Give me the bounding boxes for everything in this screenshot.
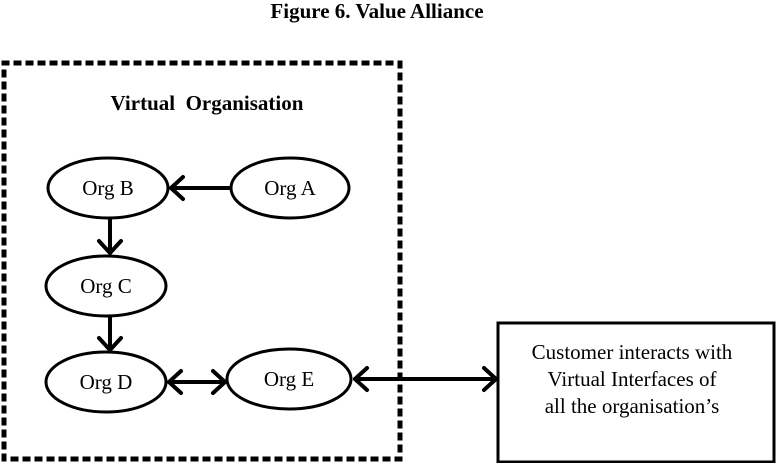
node-org-c-label: Org C — [80, 274, 132, 298]
customer-box: Customer interacts with Virtual Interfac… — [496, 321, 776, 463]
node-org-c-shape — [44, 254, 168, 318]
figure-title: Figure 6. Value Alliance — [270, 0, 483, 23]
node-org-a-label: Org A — [264, 176, 316, 200]
node-org-e-label: Org E — [264, 367, 314, 391]
node-org-b-label: Org B — [82, 176, 134, 200]
node-org-b-shape — [46, 156, 170, 220]
node-org-c: Org C — [44, 254, 168, 318]
arrow-org-e-customer-bidirectional — [353, 366, 498, 392]
node-org-d: Org D — [44, 350, 168, 414]
arrow-org-c-to-org-d — [97, 315, 123, 352]
customer-box-line-2: Virtual Interfaces of — [548, 367, 717, 391]
virtual-organisation-title: Virtual Organisation — [111, 91, 304, 115]
node-org-d-shape — [44, 350, 168, 414]
node-org-e: Org E — [225, 347, 353, 411]
node-org-e-shape — [225, 347, 353, 411]
arrow-org-d-org-e-bidirectional — [167, 369, 227, 395]
node-org-a: Org A — [229, 156, 351, 220]
arrow-org-a-to-org-b — [169, 175, 231, 201]
node-org-d-label: Org D — [80, 370, 133, 394]
arrow-org-b-to-org-c — [97, 217, 123, 255]
customer-box-line-1: Customer interacts with — [532, 340, 733, 364]
customer-box-line-3: all the organisation’s — [545, 394, 720, 418]
customer-box-shape — [496, 321, 776, 463]
node-org-b: Org B — [46, 156, 170, 220]
